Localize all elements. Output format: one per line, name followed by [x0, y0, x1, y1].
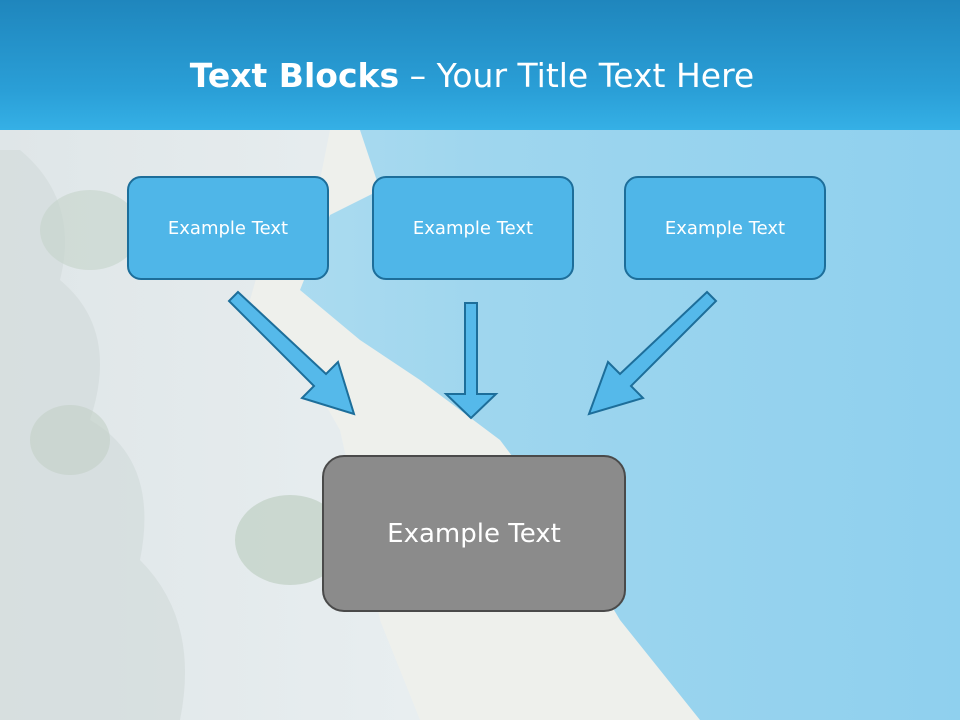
- text-block-1-label: Example Text: [167, 217, 289, 239]
- title-rest: Your Title Text Here: [436, 56, 755, 95]
- result-block-label: Example Text: [387, 518, 561, 549]
- text-block-2-label: Example Text: [412, 217, 534, 239]
- text-block-3: Example Text: [624, 176, 826, 280]
- slide-title: Text Blocks – Your Title Text Here: [0, 54, 944, 98]
- arrow-right-diagonal: [587, 290, 718, 416]
- text-block-2: Example Text: [372, 176, 574, 280]
- arrow-left-diagonal: [227, 290, 356, 416]
- title-bold: Text Blocks: [189, 56, 400, 95]
- title-dash: –: [399, 56, 437, 95]
- text-block-3-label: Example Text: [664, 217, 786, 239]
- title-bar: [0, 0, 960, 130]
- result-block: Example Text: [322, 455, 626, 612]
- text-block-1: Example Text: [127, 176, 329, 280]
- arrow-center-down: [443, 302, 499, 420]
